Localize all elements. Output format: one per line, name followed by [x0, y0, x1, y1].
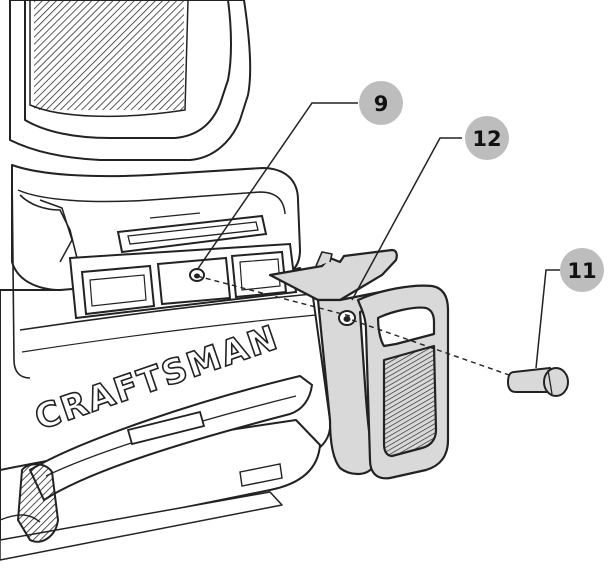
belt-clip-12: [268, 248, 450, 480]
svg-text:11: 11: [567, 259, 596, 283]
grip-outline: [29, 0, 189, 118]
screw-11: [507, 367, 569, 397]
left-side-edge: [11, 169, 31, 379]
leader-line-9: [196, 102, 358, 271]
callout-11: 11: [560, 248, 604, 292]
assembly-line-11: [351, 319, 513, 377]
lower-cutout: [28, 374, 314, 502]
foot-pad: [16, 463, 60, 543]
clip-mounting-hole: [338, 310, 356, 326]
leader-line-12: [351, 137, 462, 301]
grip-texture: [34, 0, 184, 110]
callout-12: 12: [465, 116, 509, 160]
clip-grip-texture: [382, 344, 438, 458]
svg-text:9: 9: [374, 92, 389, 116]
screw-hole-9: [189, 268, 205, 282]
tool-base: [0, 164, 332, 561]
svg-text:12: 12: [472, 127, 501, 151]
leader-line-11: [535, 269, 560, 369]
callout-9: 9: [359, 81, 403, 125]
